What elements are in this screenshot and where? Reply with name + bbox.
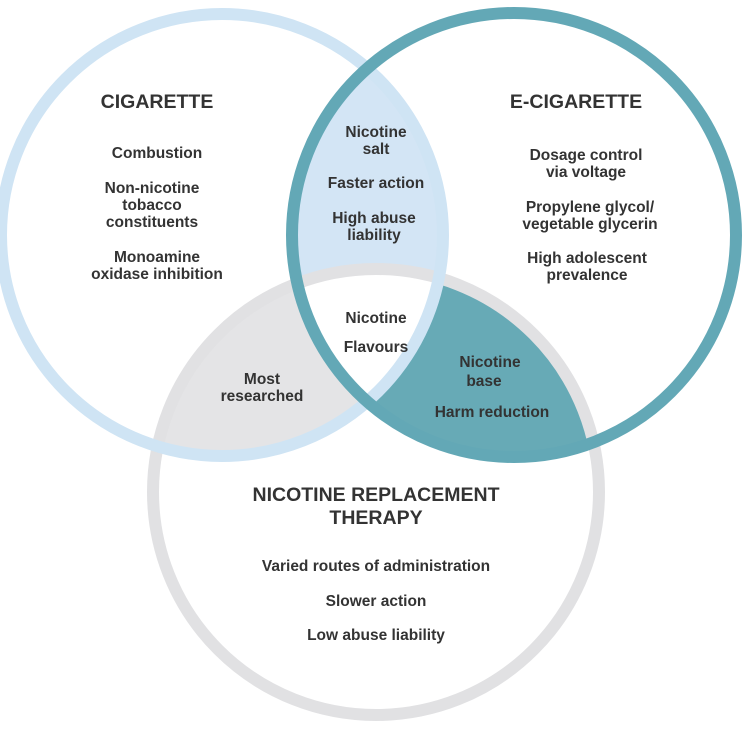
nrt-title: THERAPY bbox=[329, 507, 422, 529]
overlap-cig-nrt-item: researched bbox=[221, 388, 304, 405]
overlap-ecig-nrt-item: Nicotine bbox=[459, 354, 521, 371]
nrt-title: NICOTINE REPLACEMENT bbox=[252, 484, 499, 506]
overlap-ecig-nrt-item: Harm reduction bbox=[435, 404, 550, 421]
cigarette-item: Monoamine bbox=[114, 249, 200, 266]
cigarette-item: constituents bbox=[106, 214, 198, 231]
cigarette-item: oxidase inhibition bbox=[91, 266, 223, 283]
nrt-item: Low abuse liability bbox=[307, 627, 445, 644]
nrt-item: Slower action bbox=[326, 593, 427, 610]
overlap-cig-ecig-item: salt bbox=[363, 141, 390, 158]
e-cigarette-item: Propylene glycol/ bbox=[526, 199, 655, 216]
overlap-all-item: Nicotine bbox=[345, 310, 407, 327]
e-cigarette-item: vegetable glycerin bbox=[522, 216, 657, 233]
nrt-circle bbox=[147, 263, 605, 721]
e-cigarette-item: prevalence bbox=[547, 267, 628, 284]
cigarette-item: tobacco bbox=[122, 197, 181, 214]
overlap-cig-ecig-item: Faster action bbox=[328, 175, 424, 192]
overlap-cig-nrt-item: Most bbox=[244, 371, 280, 388]
e-cigarette-title: E-CIGARETTE bbox=[510, 91, 642, 113]
nrt-item: Varied routes of administration bbox=[262, 558, 490, 575]
overlap-all-item: Flavours bbox=[344, 339, 409, 356]
e-cigarette-item: High adolescent bbox=[527, 250, 647, 267]
cigarette-circle bbox=[0, 8, 449, 462]
cigarette-item: Non-nicotine bbox=[105, 180, 200, 197]
overlap-cig-ecig-item: liability bbox=[347, 227, 401, 244]
e-cigarette-item: via voltage bbox=[546, 164, 626, 181]
cigarette-title: CIGARETTE bbox=[101, 91, 214, 113]
cigarette-item: Combustion bbox=[112, 145, 202, 162]
e-cigarette-item: Dosage control bbox=[530, 147, 643, 164]
overlap-cig-ecig-item: High abuse bbox=[332, 210, 416, 227]
overlap-cig-ecig-item: Nicotine bbox=[345, 124, 407, 141]
e-cigarette-circle bbox=[286, 7, 742, 463]
overlap-ecig-nrt-item: base bbox=[466, 373, 502, 390]
